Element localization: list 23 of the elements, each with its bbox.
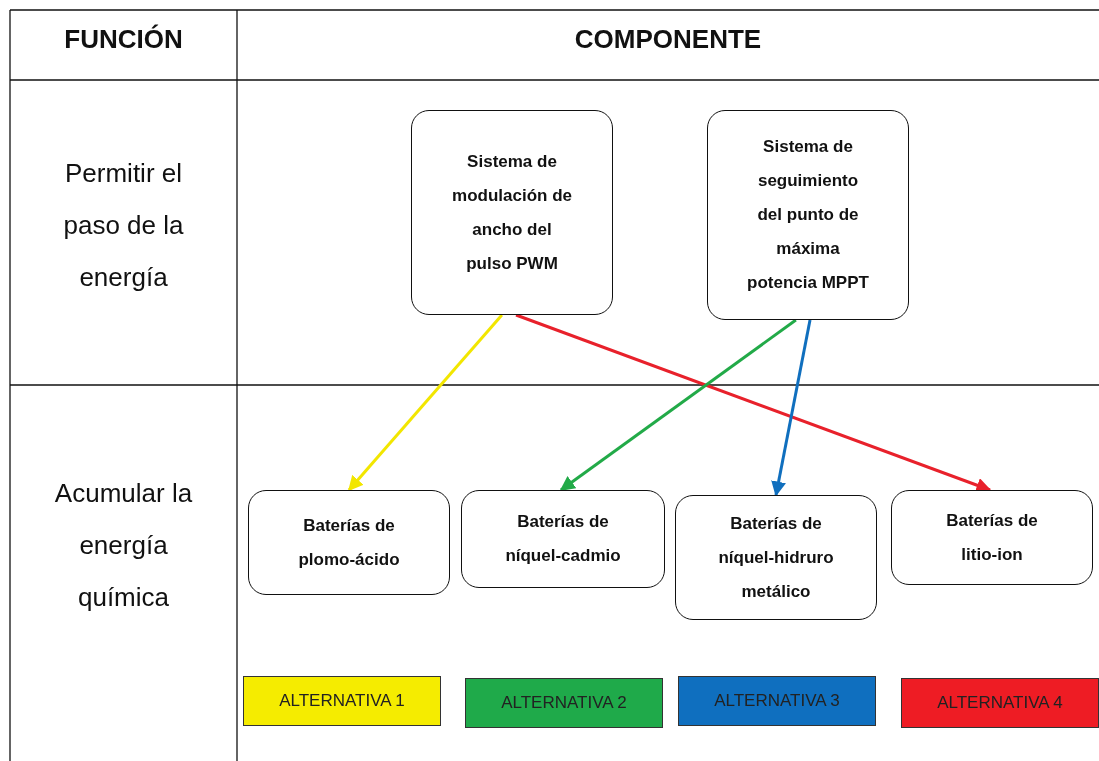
arrow [559, 318, 797, 492]
component-box [248, 490, 450, 595]
component-text: Sistema de seguimiento del punto de máxima potencia MPPT [746, 136, 870, 294]
component-box [411, 110, 613, 315]
legend-text: ALTERNATIVA 4 [937, 693, 1063, 713]
legend-text: ALTERNATIVA 1 [279, 691, 405, 711]
component-text: Baterías de litio-ion [945, 509, 1039, 566]
component-box [461, 490, 665, 588]
column-header: FUNCIÓN [64, 24, 183, 54]
component-text: Baterías de níquel-cadmio [504, 511, 622, 567]
component-box [707, 110, 909, 320]
row-label: Acumular la energía química [53, 477, 194, 614]
arrow [771, 319, 812, 497]
arrow [347, 314, 504, 492]
row-label: Permitir el paso de la energía [62, 157, 185, 294]
component-text: Baterías de níquel-hidruro metálico [717, 512, 835, 603]
component-text: Baterías de plomo-ácido [297, 514, 401, 571]
column-header: COMPONENTE [574, 24, 762, 54]
component-box [891, 490, 1093, 585]
component-text: Sistema de modulación de ancho del pulso PWM [451, 150, 573, 275]
component-box [675, 495, 877, 620]
legend-text: ALTERNATIVA 3 [714, 691, 840, 711]
legend-text: ALTERNATIVA 2 [501, 693, 627, 713]
